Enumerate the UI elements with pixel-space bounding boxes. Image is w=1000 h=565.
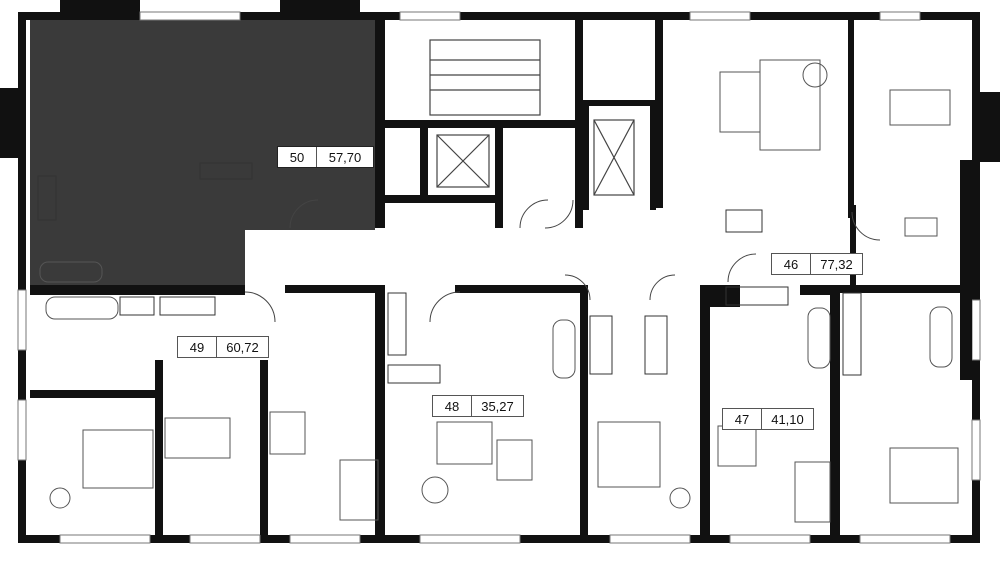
apartment-number: 46 [772, 254, 811, 274]
apartment-area: 35,27 [481, 398, 514, 414]
apartment-number: 47 [723, 409, 762, 429]
apartment-label-48[interactable]: 48 35,27 [432, 395, 524, 417]
windows [17, 11, 981, 544]
stair-and-elevators [429, 39, 635, 196]
apartment-label-50[interactable]: 50 57,70 [277, 146, 374, 168]
doors [244, 199, 881, 323]
apartment-area: 60,72 [226, 339, 259, 355]
wardrobes [37, 162, 862, 384]
apartment-area: 57,70 [328, 149, 362, 165]
bathroom-fixtures [39, 217, 953, 379]
apartment-number: 50 [278, 147, 317, 167]
apartment-label-47[interactable]: 47 41,10 [722, 408, 814, 430]
apartment-number: 49 [178, 337, 217, 357]
apartment-label-46[interactable]: 46 77,32 [771, 253, 863, 275]
apartment-50-area[interactable] [30, 18, 375, 290]
apartment-area: 77,32 [820, 256, 853, 272]
apartment-area: 41,10 [771, 411, 804, 427]
apartment-number: 48 [433, 396, 472, 416]
apartment-label-49[interactable]: 49 60,72 [177, 336, 269, 358]
interior-walls [30, 18, 972, 535]
